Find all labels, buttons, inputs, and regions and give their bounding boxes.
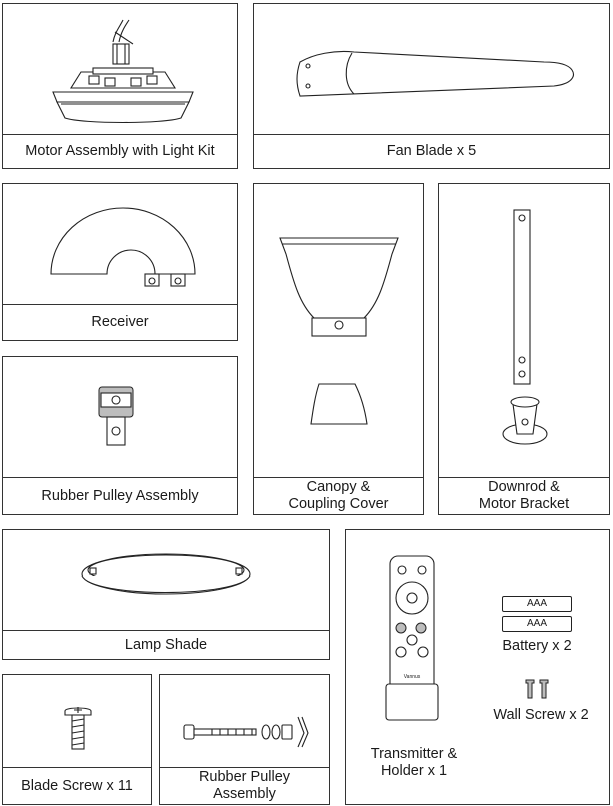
fan-blade-label: Fan Blade x 5 (254, 134, 609, 168)
pulley-hardware-label: Rubber Pulley Assembly (160, 767, 329, 804)
rubber-pulley-panel: Rubber Pulley Assembly (2, 356, 238, 515)
battery-cell-1: AAA (502, 596, 572, 612)
motor-bracket-icon (502, 396, 548, 445)
canopy-label: Canopy & Coupling Cover (254, 477, 423, 514)
transmitter-label: Transmitter & Holder x 1 (370, 746, 458, 779)
downrod-label: Downrod & Motor Bracket (439, 477, 609, 514)
lamp-shade-icon (81, 553, 251, 595)
coupling-cover-icon (310, 383, 368, 425)
receiver-icon (50, 207, 196, 287)
receiver-panel: Receiver (2, 183, 238, 341)
remote-transmitter-icon: Vannus (385, 555, 439, 721)
battery-cell-2: AAA (502, 616, 572, 632)
remote-brand-text: Vannus (404, 674, 421, 680)
canopy-icon (279, 237, 399, 337)
motor-assembly-panel: Motor Assembly with Light Kit (2, 3, 238, 169)
lamp-shade-label: Lamp Shade (3, 630, 329, 659)
downrod-icon (513, 209, 531, 385)
receiver-label: Receiver (3, 304, 237, 340)
rubber-pulley-label: Rubber Pulley Assembly (3, 477, 237, 514)
motor-light-kit-icon (52, 19, 194, 124)
pulley-hardware-icon (183, 716, 309, 748)
transmitter-panel: Vannus Transmitter & Holder x 1 AAA AAA … (345, 529, 610, 805)
wall-screw-icon (525, 679, 549, 699)
fan-blade-icon (296, 50, 574, 97)
battery-icon: AAA AAA (502, 596, 572, 632)
blade-screw-label: Blade Screw x 11 (3, 767, 151, 804)
fan-blade-panel: Fan Blade x 5 (253, 3, 610, 169)
canopy-panel: Canopy & Coupling Cover (253, 183, 424, 515)
lamp-shade-panel: Lamp Shade (2, 529, 330, 660)
pulley-hardware-panel: Rubber Pulley Assembly (159, 674, 330, 805)
rubber-pulley-icon (98, 386, 134, 446)
blade-screw-icon (64, 707, 92, 750)
motor-assembly-label: Motor Assembly with Light Kit (3, 134, 237, 168)
blade-screw-panel: Blade Screw x 11 (2, 674, 152, 805)
downrod-panel: Downrod & Motor Bracket (438, 183, 610, 515)
wall-screw-label: Wall Screw x 2 (493, 707, 589, 723)
battery-label: Battery x 2 (502, 638, 572, 654)
